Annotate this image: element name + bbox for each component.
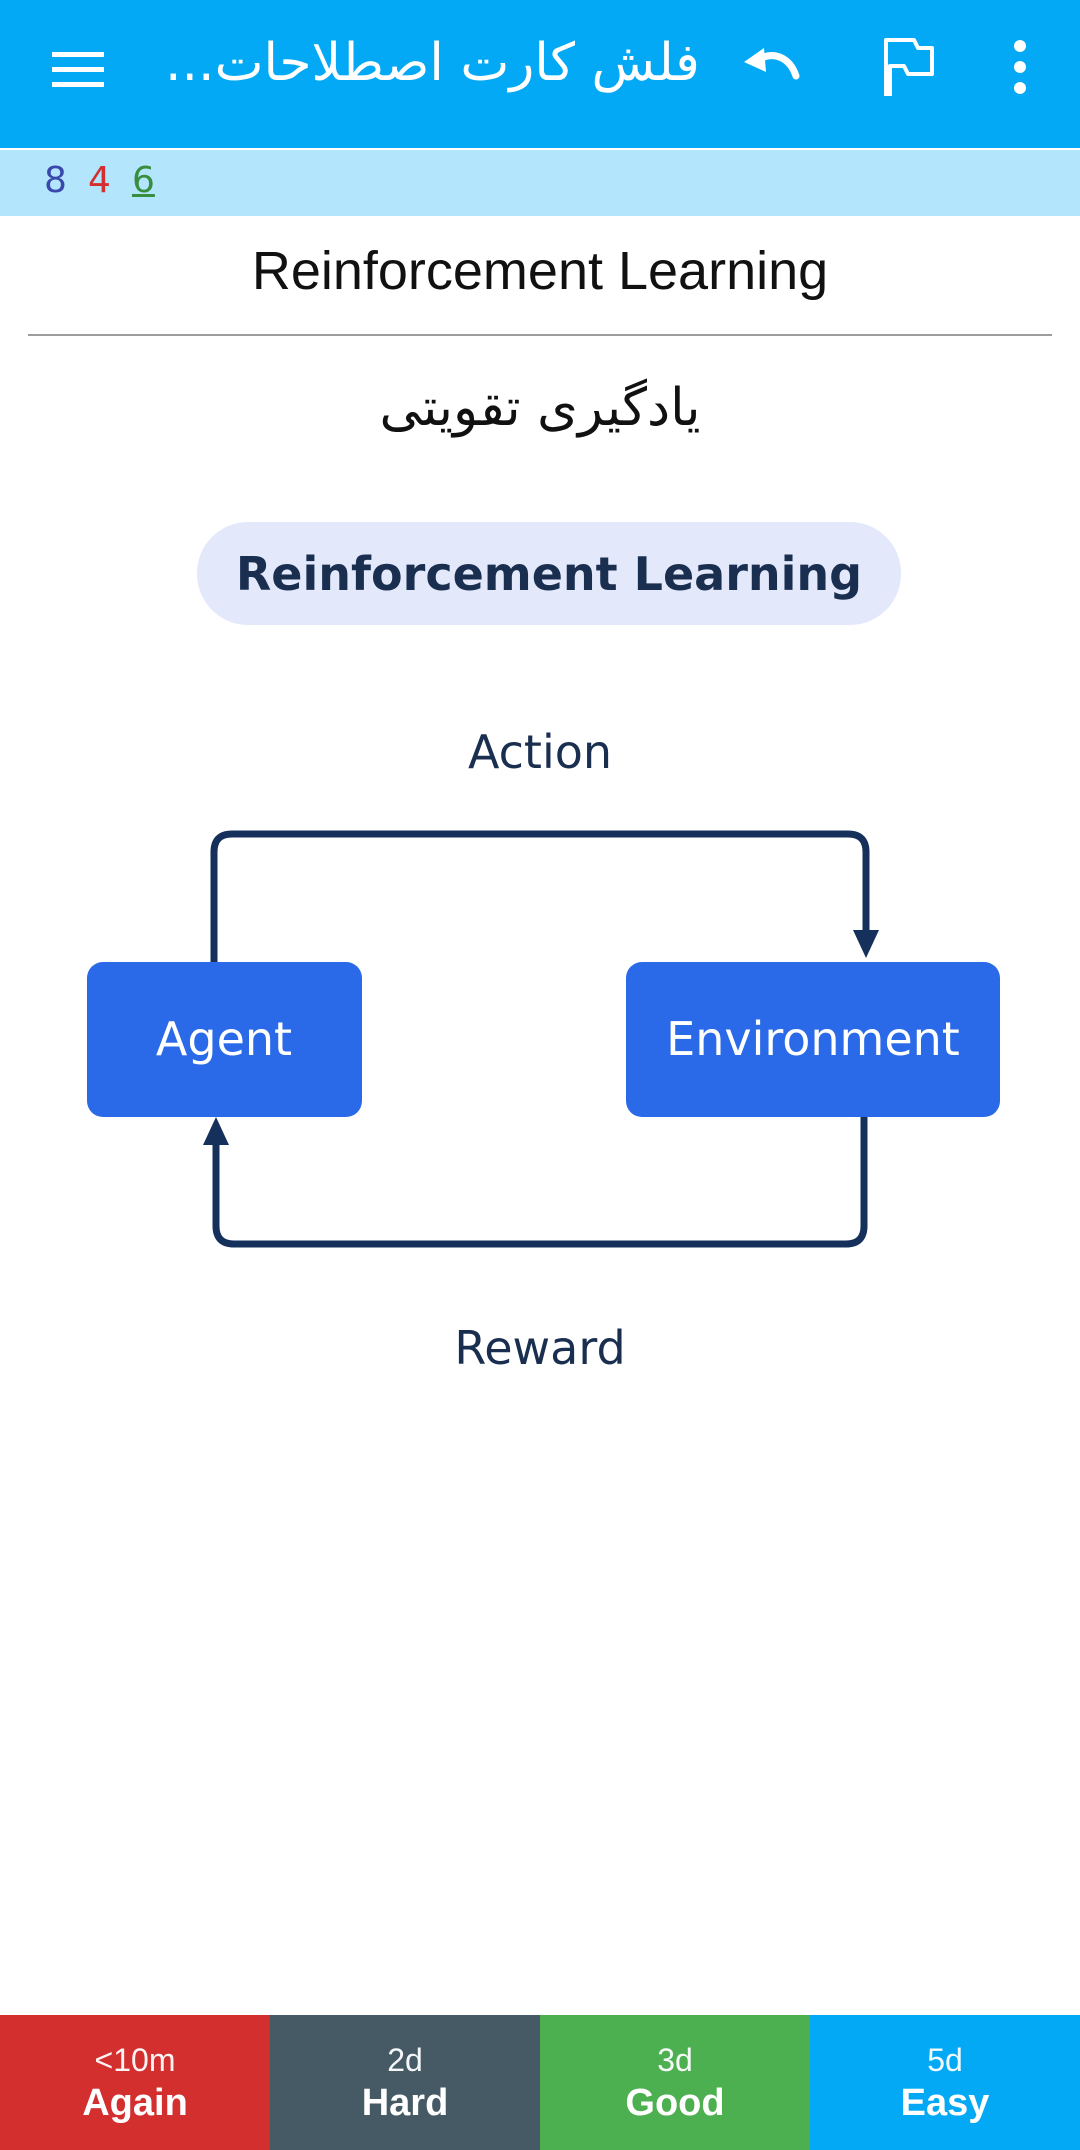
again-label: Again xyxy=(82,2081,188,2124)
easy-label: Easy xyxy=(900,2081,990,2124)
answer-button-bar: <10m Again 2d Hard 3d Good 5d Easy xyxy=(0,2015,1080,2150)
flag-icon[interactable] xyxy=(878,34,938,100)
toolbar: فلش کارت اصطلاحات... xyxy=(0,0,1080,148)
again-interval: <10m xyxy=(94,2041,176,2078)
agent-box xyxy=(87,962,362,1117)
easy-interval: 5d xyxy=(927,2041,963,2078)
card-count-bar: 8 4 6 xyxy=(0,150,1080,216)
agent-label: Agent xyxy=(156,1012,292,1066)
rl-diagram-image: Reinforcement Learning Action Agent Envi… xyxy=(87,522,1000,1375)
good-interval: 3d xyxy=(657,2041,693,2078)
diagram-title-pill xyxy=(197,522,901,625)
good-button[interactable]: 3d Good xyxy=(540,2015,810,2150)
menu-icon[interactable] xyxy=(48,40,108,100)
undo-icon[interactable] xyxy=(738,36,804,102)
deck-title: فلش کارت اصطلاحات... xyxy=(165,33,700,93)
diagram-title: Reinforcement Learning xyxy=(236,547,862,601)
good-label: Good xyxy=(625,2081,725,2124)
diagram-reward-label: Reward xyxy=(454,1321,625,1375)
diagram-action-label: Action xyxy=(468,725,612,779)
action-arrow-line xyxy=(210,830,870,962)
environment-label: Environment xyxy=(666,1012,960,1066)
card-back-text: یادگیری تقویتی xyxy=(379,378,701,438)
action-arrow-head xyxy=(853,930,879,958)
card-divider xyxy=(28,334,1052,336)
reward-arrow-head xyxy=(203,1117,229,1145)
again-button[interactable]: <10m Again xyxy=(0,2015,270,2150)
learning-count: 4 xyxy=(88,160,111,201)
hard-interval: 2d xyxy=(387,2041,423,2078)
easy-button[interactable]: 5d Easy xyxy=(810,2015,1080,2150)
card-front-text: Reinforcement Learning xyxy=(251,241,829,301)
review-count: 6 xyxy=(132,160,155,201)
environment-box xyxy=(626,962,1000,1117)
hard-label: Hard xyxy=(361,2081,449,2124)
new-count: 8 xyxy=(44,160,67,201)
reward-arrow-line xyxy=(212,1116,868,1248)
hard-button[interactable]: 2d Hard xyxy=(270,2015,540,2150)
more-vert-icon[interactable] xyxy=(1000,36,1040,102)
